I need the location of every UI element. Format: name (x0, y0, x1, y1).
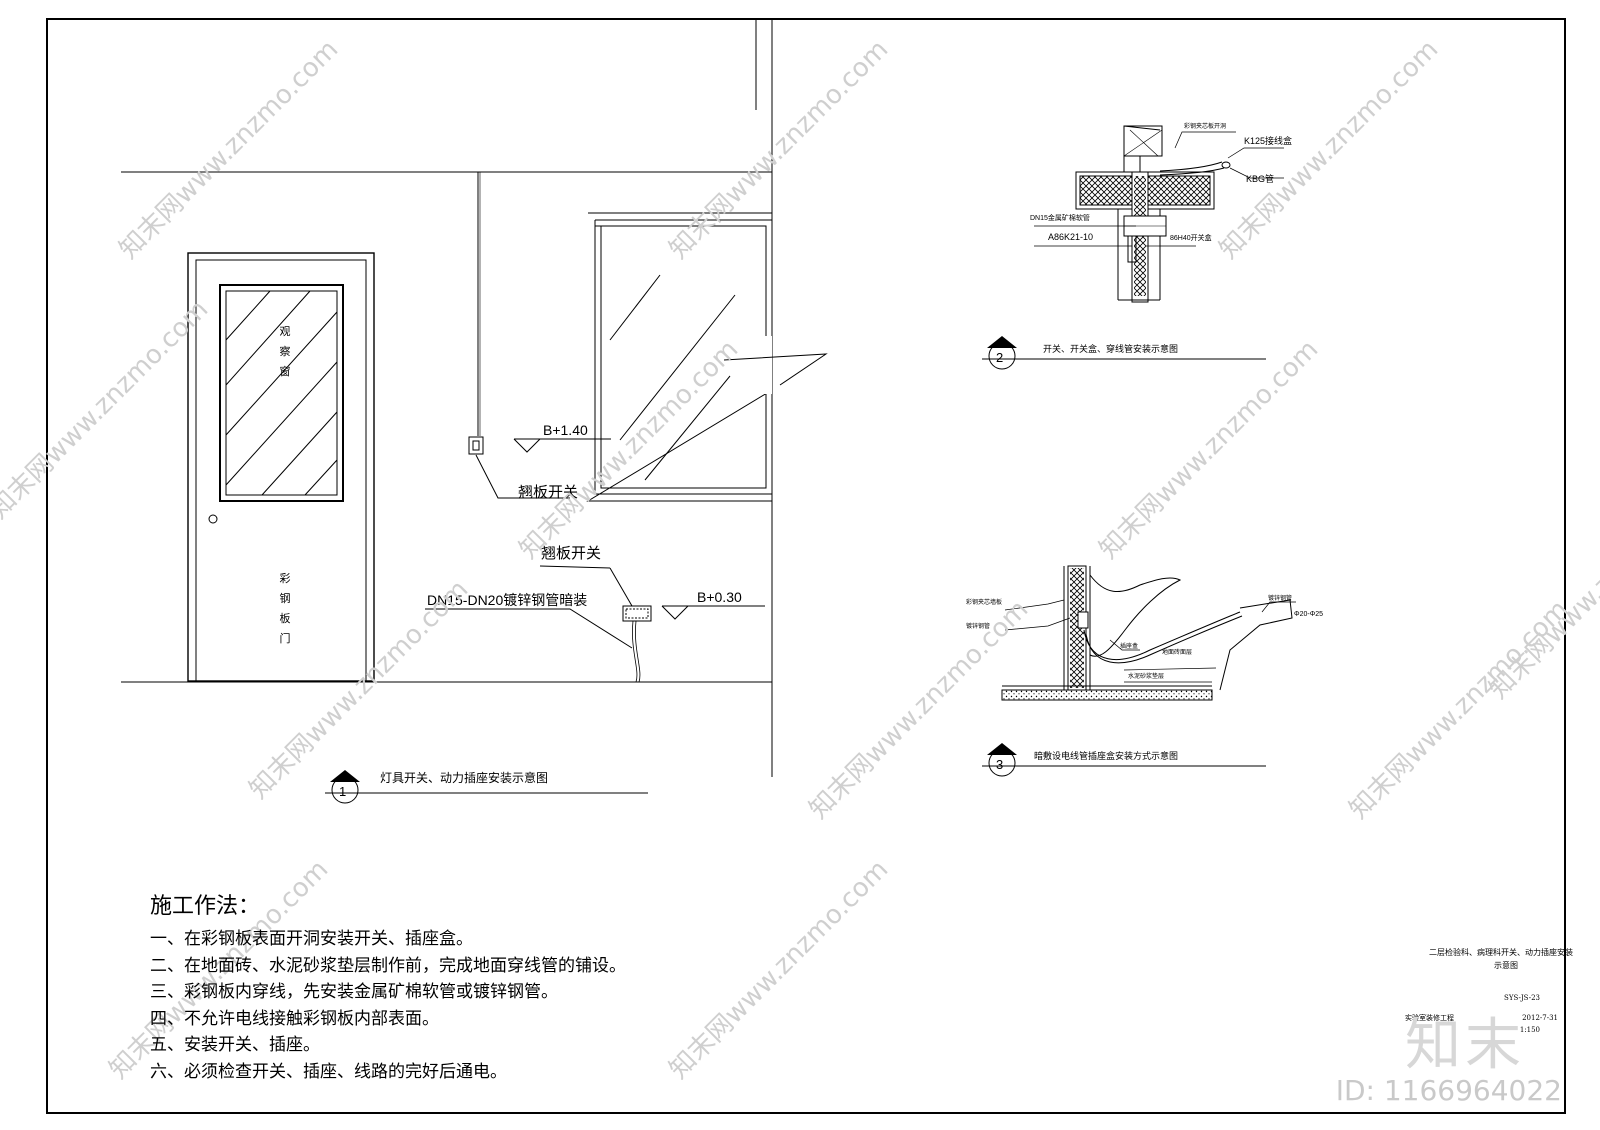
detail-3-title-mark (982, 743, 1266, 777)
note-item: 一、在彩钢板表面开洞安装开关、插座盒。 (150, 929, 473, 949)
note-item: 五、安装开关、插座。 (150, 1035, 320, 1055)
switch-label-upper: 翘板开关 (518, 483, 578, 501)
switch-label-lower: 翘板开关 (541, 544, 601, 562)
title-block: 二层检验科、病理科开关、动力插座安装 示意图 SYS-JS-23 实验室装修工程… (1405, 947, 1573, 1034)
d2-label-a86: A86K21-10 (1048, 232, 1093, 242)
watermark-text: 知末网www.znzmo.com (514, 334, 745, 565)
power-socket (622, 605, 652, 622)
d3-label-pipe-right: 镀锌钢管 (1268, 594, 1292, 602)
detail-3-number: 3 (996, 757, 1003, 772)
detail-2-title: 开关、开关盒、穿线管安装示意图 (1043, 343, 1178, 355)
detail-1-title-mark (325, 770, 648, 804)
notes-title: 施工作法： (150, 894, 261, 919)
drawing-title-line-1: 二层检验科、病理科开关、动力插座安装 (1429, 947, 1573, 957)
construction-notes: 施工作法： 一、在彩钢板表面开洞安装开关、插座盒。二、在地面砖、水泥砂浆垫层制作… (150, 888, 770, 1085)
note-item: 六、必须检查开关、插座、线路的完好后通电。 (150, 1061, 507, 1082)
d3-label-socket-box: 插座盒 (1120, 642, 1138, 650)
window-label-text: 观察窗 (280, 325, 291, 378)
d3-label-mortar: 水泥砂浆垫层 (1128, 672, 1164, 680)
detail-labels: 1 灯具开关、动力插座安装示意图 B+1.40 B+0.30 翘板开关 翘板开关… (339, 122, 1323, 799)
watermark-text: 知末网www.znzmo.com (1484, 474, 1600, 705)
detail-1-elevation (121, 171, 828, 804)
d2-label-kbg: KBG管 (1246, 173, 1274, 184)
watermark-brand: 知末 (1405, 1013, 1525, 1078)
detail-1-number: 1 (339, 784, 346, 799)
level-mark-upper (513, 438, 611, 453)
watermark-text: 知末网www.znzmo.com (804, 594, 1035, 825)
wall-window (586, 212, 828, 502)
note-item: 四、不允许电线接触彩钢板内部表面。 (150, 1008, 439, 1029)
watermark-text: 知末网www.znzmo.com (1214, 34, 1445, 265)
detail-3-section (982, 565, 1296, 777)
watermark-id: ID: 1166964022 (1335, 1074, 1562, 1107)
note-item: 二、在地面砖、水泥砂浆垫层制作前，完成地面穿线管的铺设。 (150, 955, 626, 976)
level-upper-label: B+1.40 (543, 422, 588, 438)
level-mark-lower (661, 605, 765, 620)
d3-label-floor-tile: 地面砖面层 (1162, 648, 1192, 656)
detail-2-number: 2 (996, 350, 1003, 365)
drawing-title-line-2: 示意图 (1494, 960, 1518, 970)
d2-label-k125: K125接线盒 (1244, 135, 1292, 146)
watermark-text: 知末网www.znzmo.com (114, 34, 345, 265)
d2-label-dn15: DN15金属矿棉软管 (1030, 213, 1090, 222)
sheet-border (46, 18, 1566, 1114)
drawing-scale: 1:150 (1520, 1026, 1540, 1034)
company-name: 实验室装修工程 (1405, 1013, 1454, 1022)
watermark-text: 知末网www.znzmo.com (1094, 334, 1325, 565)
door-label-text: 彩钢板门 (280, 572, 291, 645)
level-lower-label: B+0.30 (697, 589, 742, 605)
notes-list: 一、在彩钢板表面开洞安装开关、插座盒。二、在地面砖、水泥砂浆垫层制作前，完成地面… (150, 926, 770, 1085)
detail-2-section (982, 125, 1284, 370)
d2-label-top: 彩钢夹芯板开洞 (1184, 122, 1226, 130)
watermark-text: 知末网www.znzmo.com (664, 34, 895, 265)
door-knob (208, 514, 218, 524)
detail-1-title: 灯具开关、动力插座安装示意图 (380, 770, 548, 785)
conduit-label: DN15-DN20镀锌钢管暗装 (427, 592, 587, 608)
steel-door (187, 252, 375, 682)
drawing-date: 2012-7-31 (1522, 1014, 1558, 1022)
d3-label-panel: 彩钢夹芯墙板 (966, 598, 1002, 606)
detail-2-title-mark (982, 336, 1266, 370)
d3-label-pipe-left: 镀锌钢管 (966, 622, 990, 630)
watermark-text: 知末网www.znzmo.com (0, 294, 214, 525)
d3-label-dia: Φ20-Φ25 (1294, 611, 1323, 618)
drawing-number: SYS-JS-23 (1504, 994, 1540, 1002)
note-item: 三、彩钢板内穿线，先安装金属矿棉软管或镀锌钢管。 (150, 982, 558, 1002)
detail-3-title: 暗敷设电线管插座盒安装方式示意图 (1034, 750, 1178, 762)
rocker-switch-upper (468, 436, 484, 455)
d2-label-h40: 86H40开关盒 (1170, 233, 1212, 242)
